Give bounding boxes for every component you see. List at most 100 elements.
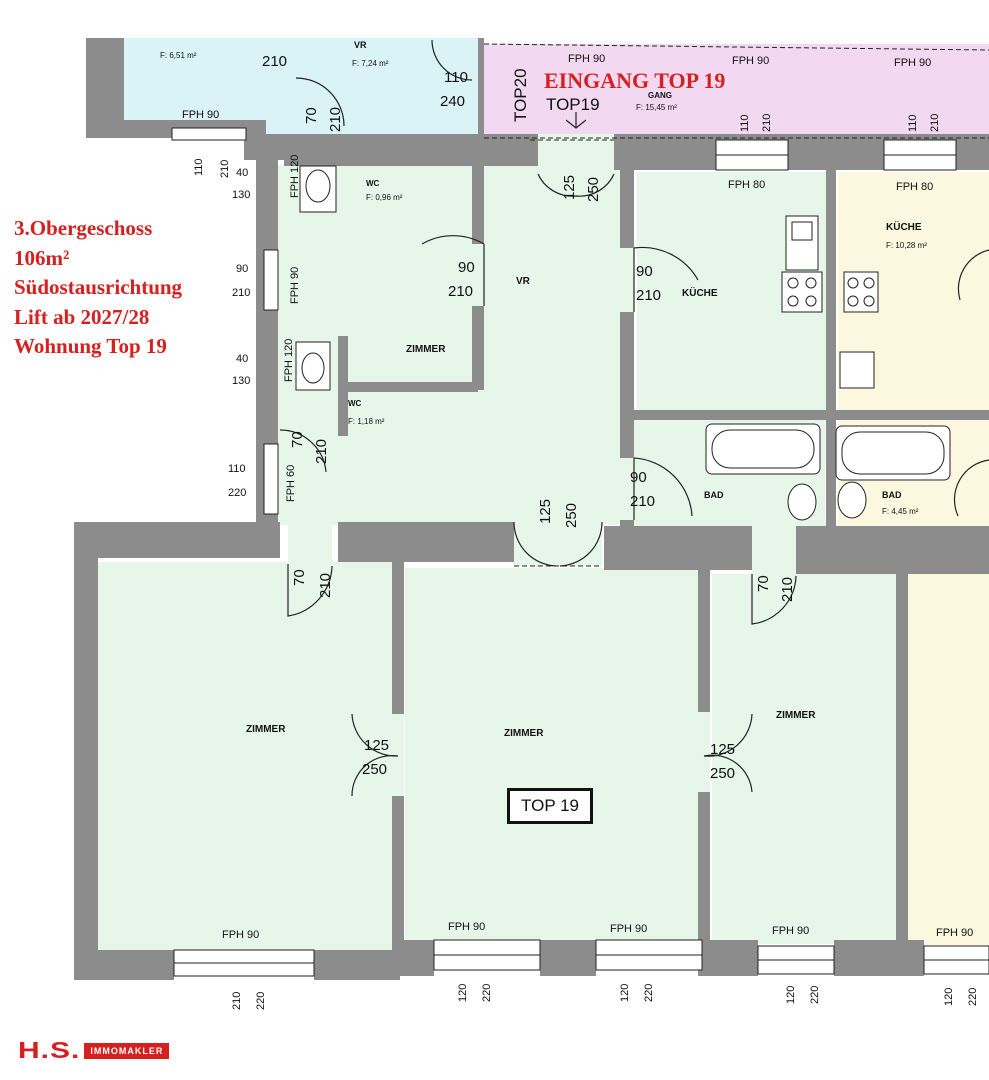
dim-220-bottom-right: 220 <box>967 988 979 1006</box>
door-swing-double-room2-left <box>351 713 399 797</box>
dim-240-top: 240 <box>440 93 465 110</box>
dim-40-wc1: 40 <box>236 167 248 179</box>
dim-110-left-window: 110 <box>193 158 205 176</box>
company-logo: H.S. IMMOMAKLER <box>18 1037 170 1064</box>
dim-125-entrance: 125 <box>561 175 578 200</box>
win-fph120-wc1: FPH 120 <box>289 155 301 198</box>
arrow-entrance <box>565 112 587 129</box>
door-swing-vr <box>421 235 485 306</box>
door-swing-top-left <box>295 77 345 127</box>
dim-210-bottom-room1: 210 <box>231 992 243 1010</box>
win-fph90-hall-2: FPH 90 <box>732 55 769 67</box>
win-fph90-top-left: FPH 90 <box>182 109 219 121</box>
dim-210-vr-door: 210 <box>448 283 473 300</box>
win-fph60-wc2: FPH 60 <box>285 465 297 502</box>
win-fph90-zimmer-small: FPH 90 <box>289 267 301 304</box>
label-gang: GANG <box>648 91 672 100</box>
dim-70-room1-door: 70 <box>291 569 308 586</box>
door-swing-room3 <box>751 574 797 625</box>
dim-210-room3-door: 210 <box>779 577 796 602</box>
label-zimmer-small: ZIMMER <box>406 344 446 355</box>
dim-120-bottom-room3: 120 <box>785 986 797 1004</box>
dim-110-kitchen-right-win: 110 <box>907 114 919 132</box>
dim-125-room2-right: 125 <box>710 741 735 758</box>
dim-210-room1-door: 210 <box>317 573 334 598</box>
win-fph90-hall-3: FPH 90 <box>894 57 931 69</box>
door-swing-kitchen <box>633 246 699 312</box>
dim-250-entrance: 250 <box>585 177 602 202</box>
area-bad2: F: 4,45 m² <box>882 507 919 516</box>
dim-125-center: 125 <box>537 499 554 524</box>
toilet-wc2 <box>295 341 331 391</box>
room-right-edge-fill <box>908 574 989 946</box>
dim-250-room2-left: 250 <box>362 761 387 778</box>
dim-120-bottom-right: 120 <box>943 988 955 1006</box>
dim-220-bottom-room1: 220 <box>255 992 267 1010</box>
dim-90-vr-door: 90 <box>458 259 475 276</box>
win-fph90-zimmer-1: FPH 90 <box>222 929 259 941</box>
label-bad1: BAD <box>704 490 724 500</box>
win-fph90-hall-1: FPH 90 <box>568 53 605 65</box>
area-top-left: F: 6,51 m² <box>160 51 197 60</box>
label-top19-small: TOP19 <box>546 95 600 114</box>
door-swing-wc2 <box>279 429 327 473</box>
hall-top19-fill <box>480 44 989 138</box>
door-swing-top-mid <box>431 39 473 81</box>
dim-90-kitchen-door: 90 <box>636 263 653 280</box>
dim-210-wc2-door: 210 <box>313 439 330 464</box>
logo-sub: IMMOMAKLER <box>84 1043 170 1059</box>
dash-hall-top <box>483 43 989 51</box>
apartment-info: 3.Obergeschoss 106m² Südostausrichtung L… <box>14 214 182 362</box>
bath-fixtures <box>705 423 951 521</box>
info-floor: 3.Obergeschoss <box>14 216 153 240</box>
dim-210-bath-door: 210 <box>630 493 655 510</box>
win-fph90-zimmer-2a: FPH 90 <box>448 921 485 933</box>
dim-210-kitchen-right-win: 210 <box>929 114 941 132</box>
label-wc2: WC <box>348 399 362 408</box>
dim-110-kitchen-win: 110 <box>739 114 751 132</box>
door-swing-bath <box>633 457 693 520</box>
door-openings <box>288 134 796 796</box>
door-swing-right-bath <box>953 459 989 517</box>
info-size: 106m² <box>14 245 70 270</box>
label-top20: TOP20 <box>511 68 530 122</box>
area-gang: F: 15,45 m² <box>636 103 677 112</box>
dim-210-left-window: 210 <box>219 160 231 178</box>
win-fph120-wc2: FPH 120 <box>283 339 295 382</box>
dim-220-bottom-room3: 220 <box>809 986 821 1004</box>
room-top-left-fill <box>120 38 480 134</box>
win-fph90-zimmer-2b: FPH 90 <box>610 923 647 935</box>
dim-120-bottom-room2a: 120 <box>457 984 469 1002</box>
win-fph90-right-edge: FPH 90 <box>936 927 973 939</box>
door-swing-double-center <box>513 521 603 567</box>
door-swing-double-room2-right <box>703 713 753 793</box>
info-orientation: Südostausrichtung <box>14 275 183 299</box>
entrance-label: EINGANG TOP 19 <box>544 68 726 93</box>
apartment-fill <box>275 165 630 525</box>
unit-box: TOP 19 <box>507 788 593 824</box>
window-lines <box>174 154 989 964</box>
label-wc1: WC <box>366 179 380 188</box>
area-wc2: F: 1,18 m² <box>348 417 385 426</box>
walls <box>74 38 989 980</box>
dim-90-bath-door: 90 <box>630 469 647 486</box>
dim-210-zimmer-small: 210 <box>232 287 250 299</box>
area-vr-top: F: 7,24 m² <box>352 59 389 68</box>
toilet-wc1 <box>299 165 337 213</box>
dim-70-wc2-door: 70 <box>289 431 306 448</box>
room-zimmer-1-fill <box>98 562 393 950</box>
label-vr-top: VR <box>354 40 367 50</box>
dim-220-bottom-room2a: 220 <box>481 984 493 1002</box>
win-fph80-kitchen: FPH 80 <box>728 179 765 191</box>
room-zimmer-2-fill <box>405 568 699 942</box>
dim-120-bottom-room2b: 120 <box>619 984 631 1002</box>
dim-130-wc1: 130 <box>232 189 250 201</box>
logo-main: H.S. <box>18 1037 81 1064</box>
door-swing-right-kitchen <box>957 249 989 301</box>
dim-210-kitchen-door: 210 <box>636 287 661 304</box>
dim-210-top-left: 210 <box>262 53 287 70</box>
dim-220-wc2-win: 220 <box>228 487 246 499</box>
label-kueche2: KÜCHE <box>886 220 922 233</box>
win-fph80-kitchen-right: FPH 80 <box>896 181 933 193</box>
